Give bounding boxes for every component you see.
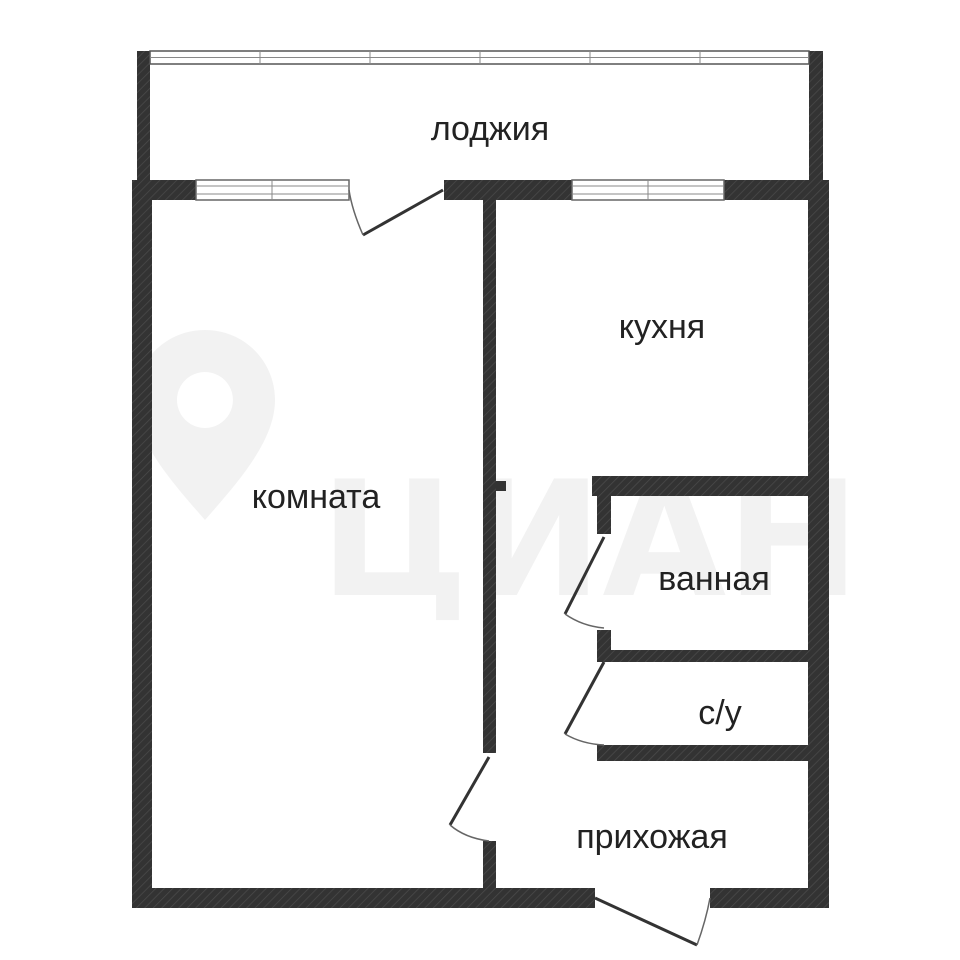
- watermark-text: ЦИАН: [320, 446, 860, 633]
- loggia-walls: [137, 50, 823, 181]
- room-label-loggia: лоджия: [431, 110, 549, 148]
- room-label-hallway: прихожая: [576, 818, 728, 856]
- door-entrance: [594, 896, 711, 947]
- window-living-room: [195, 179, 350, 201]
- window-kitchen: [571, 179, 725, 201]
- door-bathroom: [563, 536, 606, 629]
- room-label-toilet: с/у: [698, 694, 741, 732]
- interior-walls: [483, 200, 808, 888]
- room-label-living-room: комната: [252, 478, 381, 516]
- map-pin-icon: [135, 330, 275, 520]
- door-loggia: [348, 188, 444, 237]
- door-hallway-room: [448, 756, 491, 842]
- room-label-bathroom: ванная: [658, 560, 769, 598]
- outer-walls: [132, 180, 829, 908]
- door-toilet: [563, 661, 606, 746]
- room-label-kitchen: кухня: [619, 308, 705, 346]
